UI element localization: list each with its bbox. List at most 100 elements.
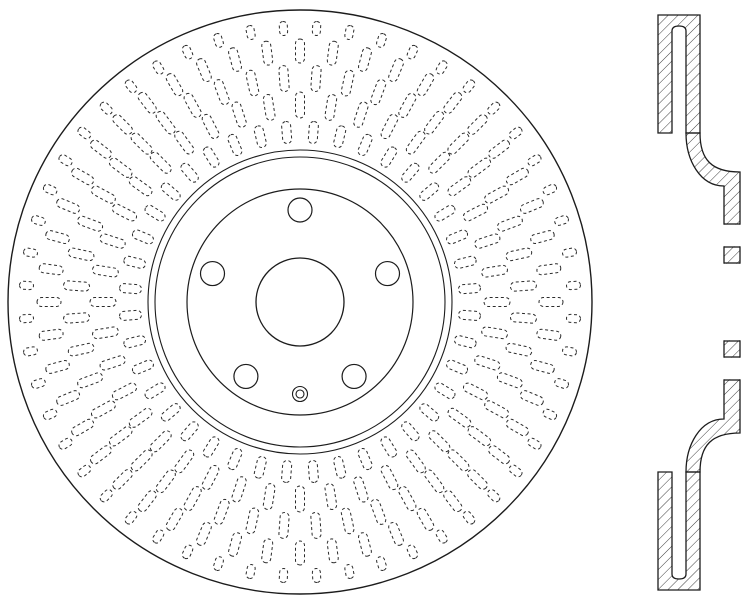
vent-slot <box>527 154 542 167</box>
vent-slot <box>295 91 305 119</box>
vent-slot <box>554 378 569 389</box>
vent-slot <box>462 510 476 525</box>
section-bottom-friction-ring <box>657 471 701 591</box>
vent-slot <box>213 556 224 571</box>
hub-flange-edge <box>186 188 414 416</box>
vent-slot <box>505 247 533 262</box>
lug-hole <box>374 260 401 287</box>
vent-slot <box>213 33 224 48</box>
vent-slot <box>519 390 544 406</box>
vent-slot <box>262 483 276 510</box>
vent-slot <box>183 92 202 118</box>
vent-slot <box>467 114 488 135</box>
vent-slot <box>326 40 339 66</box>
section-top-friction-ring <box>657 14 701 134</box>
vent-slot <box>99 355 126 371</box>
vent-slot <box>174 130 195 155</box>
section-lug-hole-1-gap <box>722 357 742 380</box>
vent-slot <box>112 469 133 490</box>
vent-slot <box>174 449 195 474</box>
vent-slot <box>376 556 387 571</box>
vent-slot <box>295 540 305 566</box>
vent-slot <box>530 360 555 374</box>
lug-hole <box>233 363 259 390</box>
vent-slot-ring-1 <box>36 38 564 566</box>
vent-slot <box>406 544 419 560</box>
vent-slot <box>45 360 70 374</box>
vent-slot <box>324 94 338 121</box>
vent-slot <box>228 532 242 557</box>
rotor-section-view <box>657 14 742 591</box>
vent-slot <box>180 421 199 442</box>
vent-slot <box>196 521 212 546</box>
vent-slot <box>566 280 581 291</box>
vent-slot <box>89 297 117 307</box>
vent-slot <box>538 297 564 307</box>
vent-slot <box>508 126 523 140</box>
vent-slot <box>56 198 81 214</box>
vent-slot <box>505 167 529 186</box>
vent-slot <box>261 538 274 564</box>
vent-slot <box>278 511 290 539</box>
vent-slot <box>71 167 95 186</box>
vent-slot <box>58 154 73 167</box>
vent-slot <box>58 437 73 450</box>
vent-slot <box>261 40 274 66</box>
vent-slot <box>488 445 511 465</box>
vent-slot <box>201 113 220 140</box>
vent-slot <box>376 33 387 48</box>
vent-slot <box>245 25 256 40</box>
vent-slot <box>380 113 399 140</box>
vent-slot <box>370 79 387 106</box>
vent-slot <box>508 464 523 478</box>
vent-slot <box>38 263 64 276</box>
vent-slot <box>31 378 46 389</box>
vent-slot <box>447 407 472 428</box>
vent-slot <box>326 538 339 564</box>
vent-slot <box>481 326 508 340</box>
vent-slot <box>278 21 289 36</box>
vent-slot <box>428 430 451 453</box>
vent-slot <box>458 283 481 295</box>
lug-holes <box>199 197 401 390</box>
vent-slot <box>63 280 91 292</box>
vent-slot <box>307 460 319 483</box>
vent-slot <box>447 449 470 472</box>
vent-slot <box>31 215 46 226</box>
set-screw-hole-inner <box>295 389 305 399</box>
vent-slot <box>542 183 558 196</box>
vent-slot <box>357 448 373 471</box>
vent-slot-ring-4 <box>119 121 481 483</box>
vent-slot <box>505 342 533 357</box>
vent-slot-pattern <box>19 21 581 583</box>
vent-slot <box>77 464 92 478</box>
vent-slot <box>181 544 194 560</box>
vent-slot <box>446 229 469 245</box>
vent-slot <box>370 498 387 525</box>
set-screw-hole-outer <box>291 385 309 403</box>
vent-slot <box>131 229 154 245</box>
vent-slot <box>462 203 489 222</box>
vent-slot <box>462 382 489 401</box>
vent-slot <box>358 532 372 557</box>
vent-slot <box>23 247 38 258</box>
vent-slot <box>340 69 355 97</box>
vent-slot <box>333 125 347 149</box>
vent-slot <box>137 91 157 114</box>
vent-slot <box>536 263 562 276</box>
vent-slot <box>483 297 511 307</box>
vent-slot <box>462 79 476 94</box>
section-hat <box>685 132 741 473</box>
vent-slot <box>406 44 419 60</box>
vent-slot <box>488 139 511 159</box>
vent-slot <box>467 157 492 178</box>
vent-slot <box>124 510 138 525</box>
vent-slot <box>155 110 176 135</box>
vent-slot <box>71 418 95 437</box>
vent-slot <box>295 38 305 64</box>
vent-slot <box>253 455 267 479</box>
vent-slot <box>19 313 34 324</box>
vent-slot <box>281 121 293 144</box>
vent-slot <box>443 91 463 114</box>
